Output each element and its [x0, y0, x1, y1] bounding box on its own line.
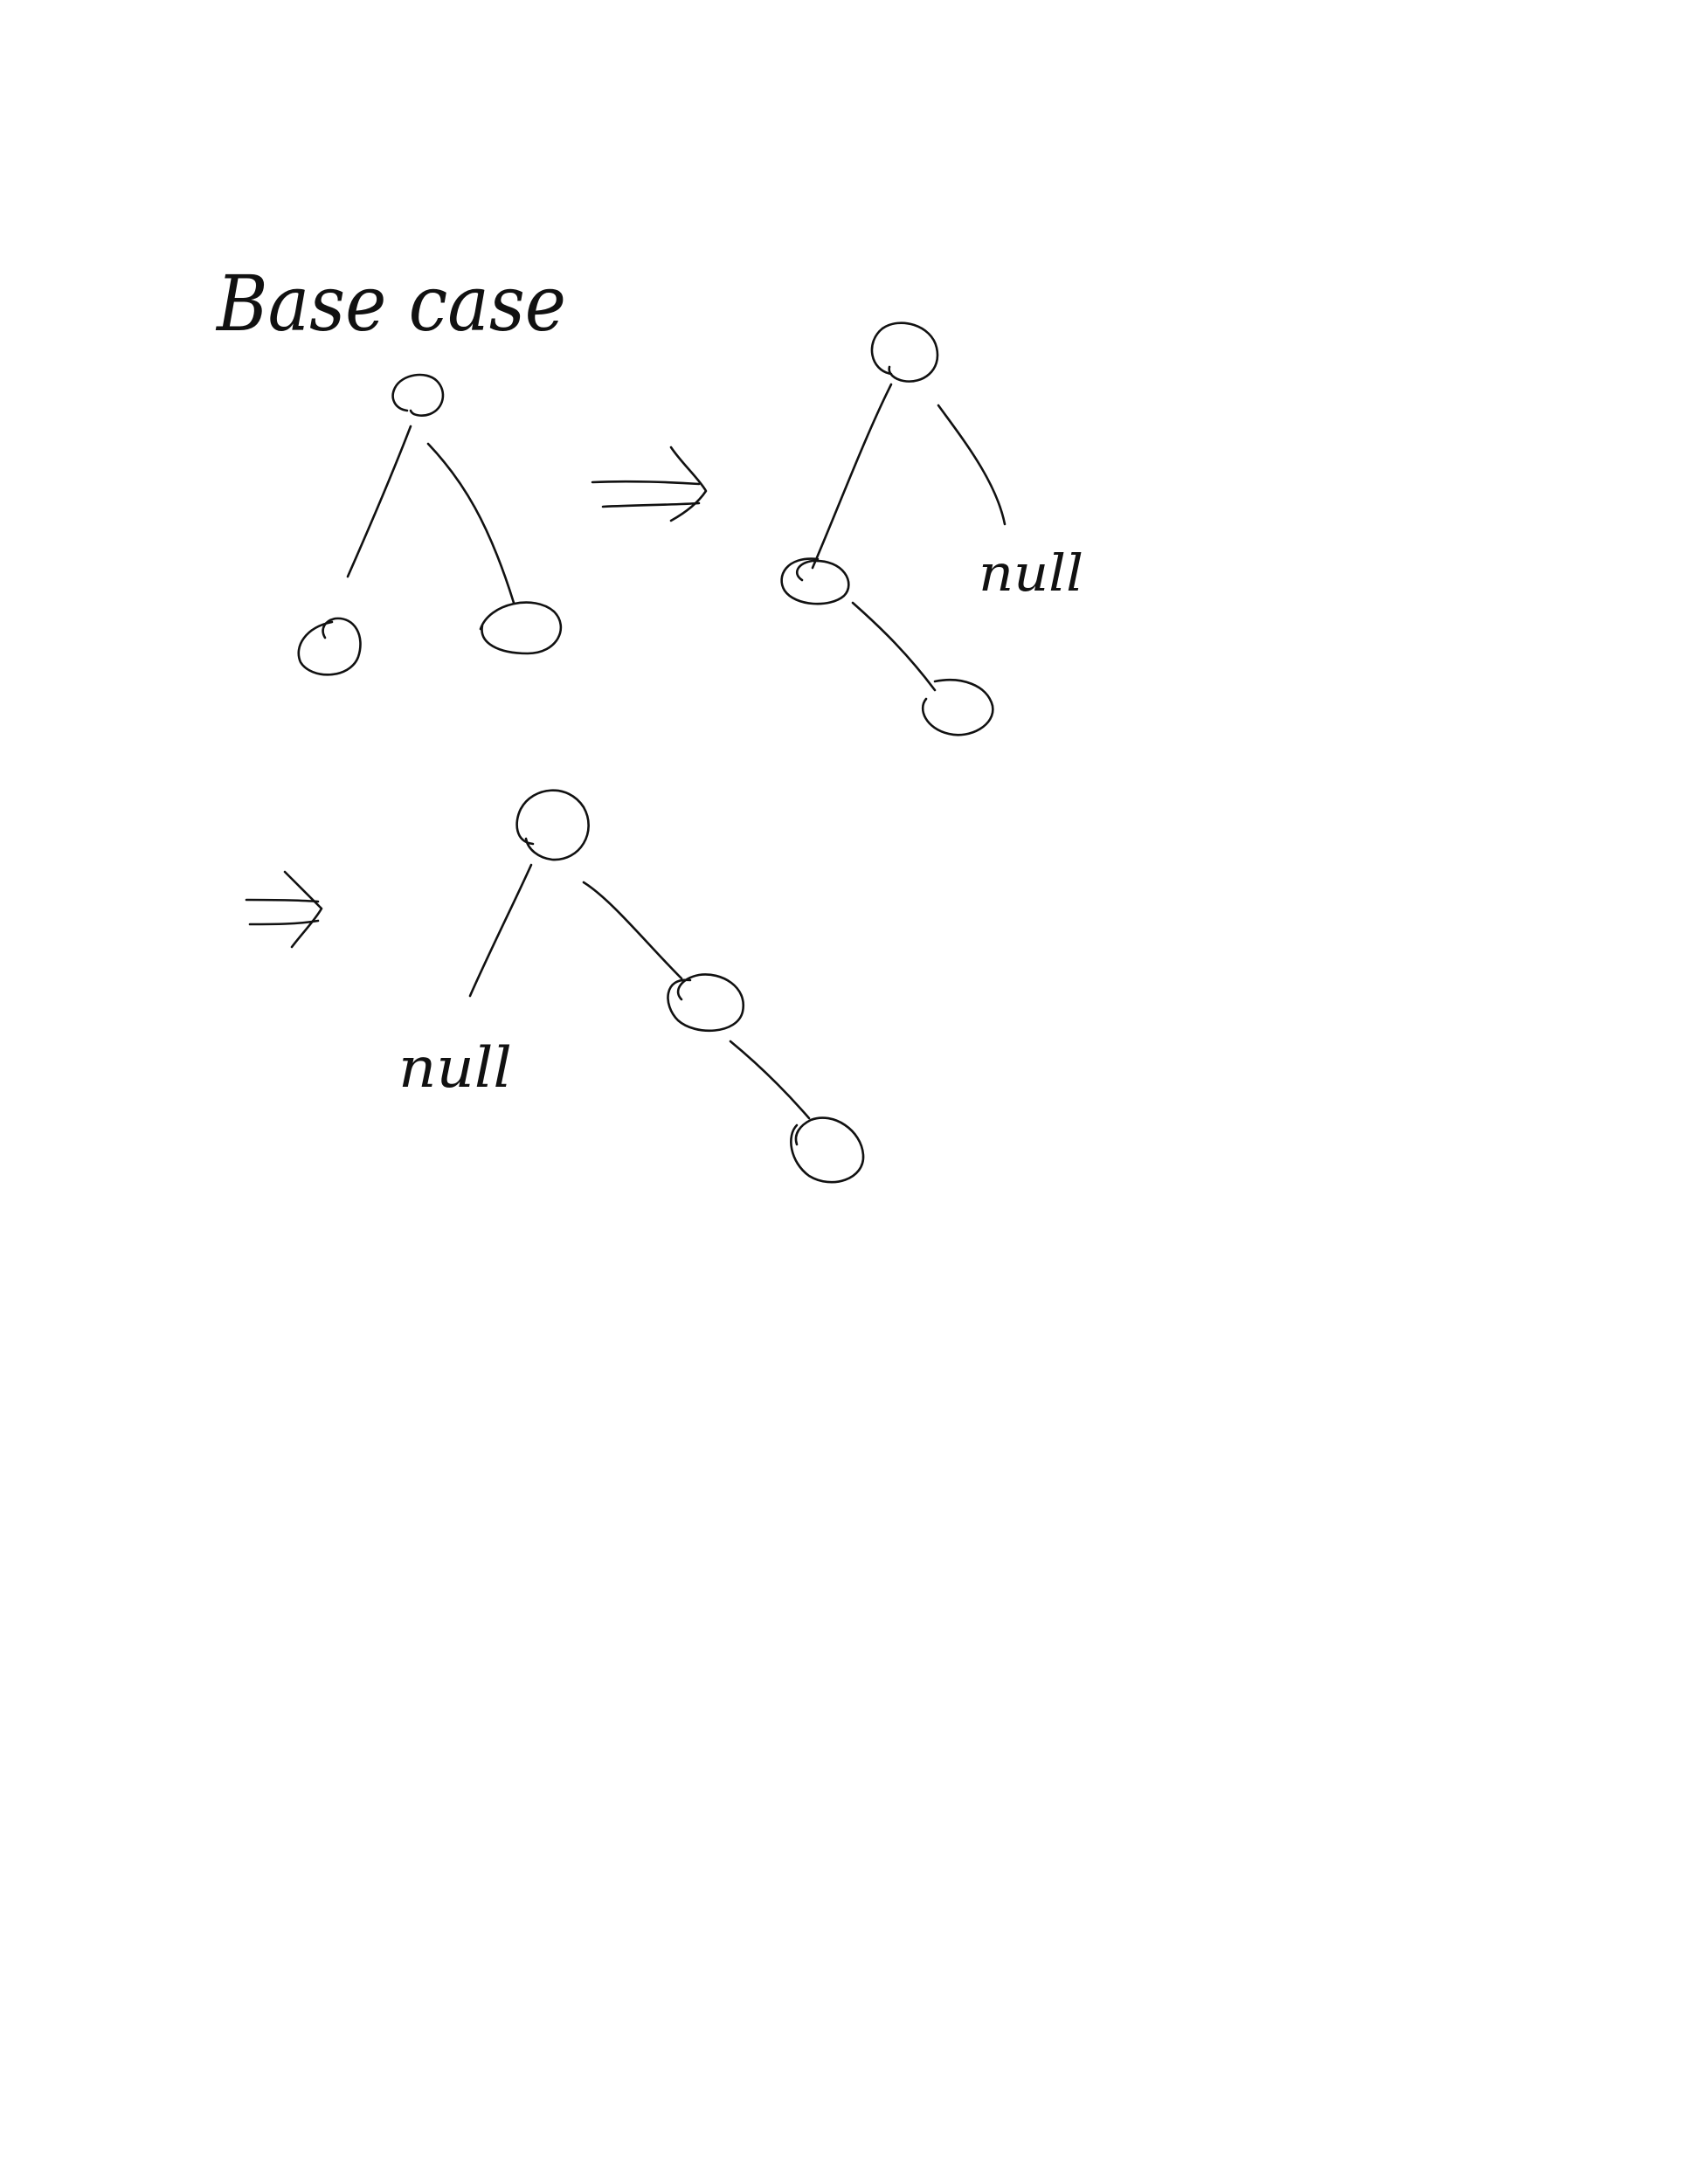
tree-node-left-child-right [921, 679, 994, 736]
tree-edge-right [937, 404, 1007, 526]
tree-node-right-right-child [790, 1116, 865, 1184]
tree-node-root [870, 321, 939, 383]
implies-arrow [245, 870, 323, 949]
tree-edge-right [426, 442, 515, 605]
tree-step-1: null [780, 321, 1083, 736]
tree-edge-left [811, 383, 893, 570]
tree-node-root [391, 373, 445, 417]
tree-edge-left-right [851, 601, 937, 692]
tree-node-root [515, 789, 590, 861]
title-text: Base case [215, 259, 566, 349]
null-label: null [398, 1036, 512, 1101]
tree-edge-right [582, 881, 683, 980]
tree-edge-right-right [729, 1040, 811, 1120]
tree-node-right-child [667, 973, 745, 1033]
implies-arrow [591, 446, 708, 522]
tree-edge-left [468, 863, 533, 998]
tree-edge-left [346, 425, 412, 578]
tree-node-left-child [297, 617, 362, 676]
tree-node-right-child [479, 601, 563, 655]
null-label: null [979, 543, 1083, 603]
tree-node-left-child [780, 557, 850, 605]
tree-step-2: null [398, 789, 865, 1184]
tree-original [297, 373, 563, 676]
